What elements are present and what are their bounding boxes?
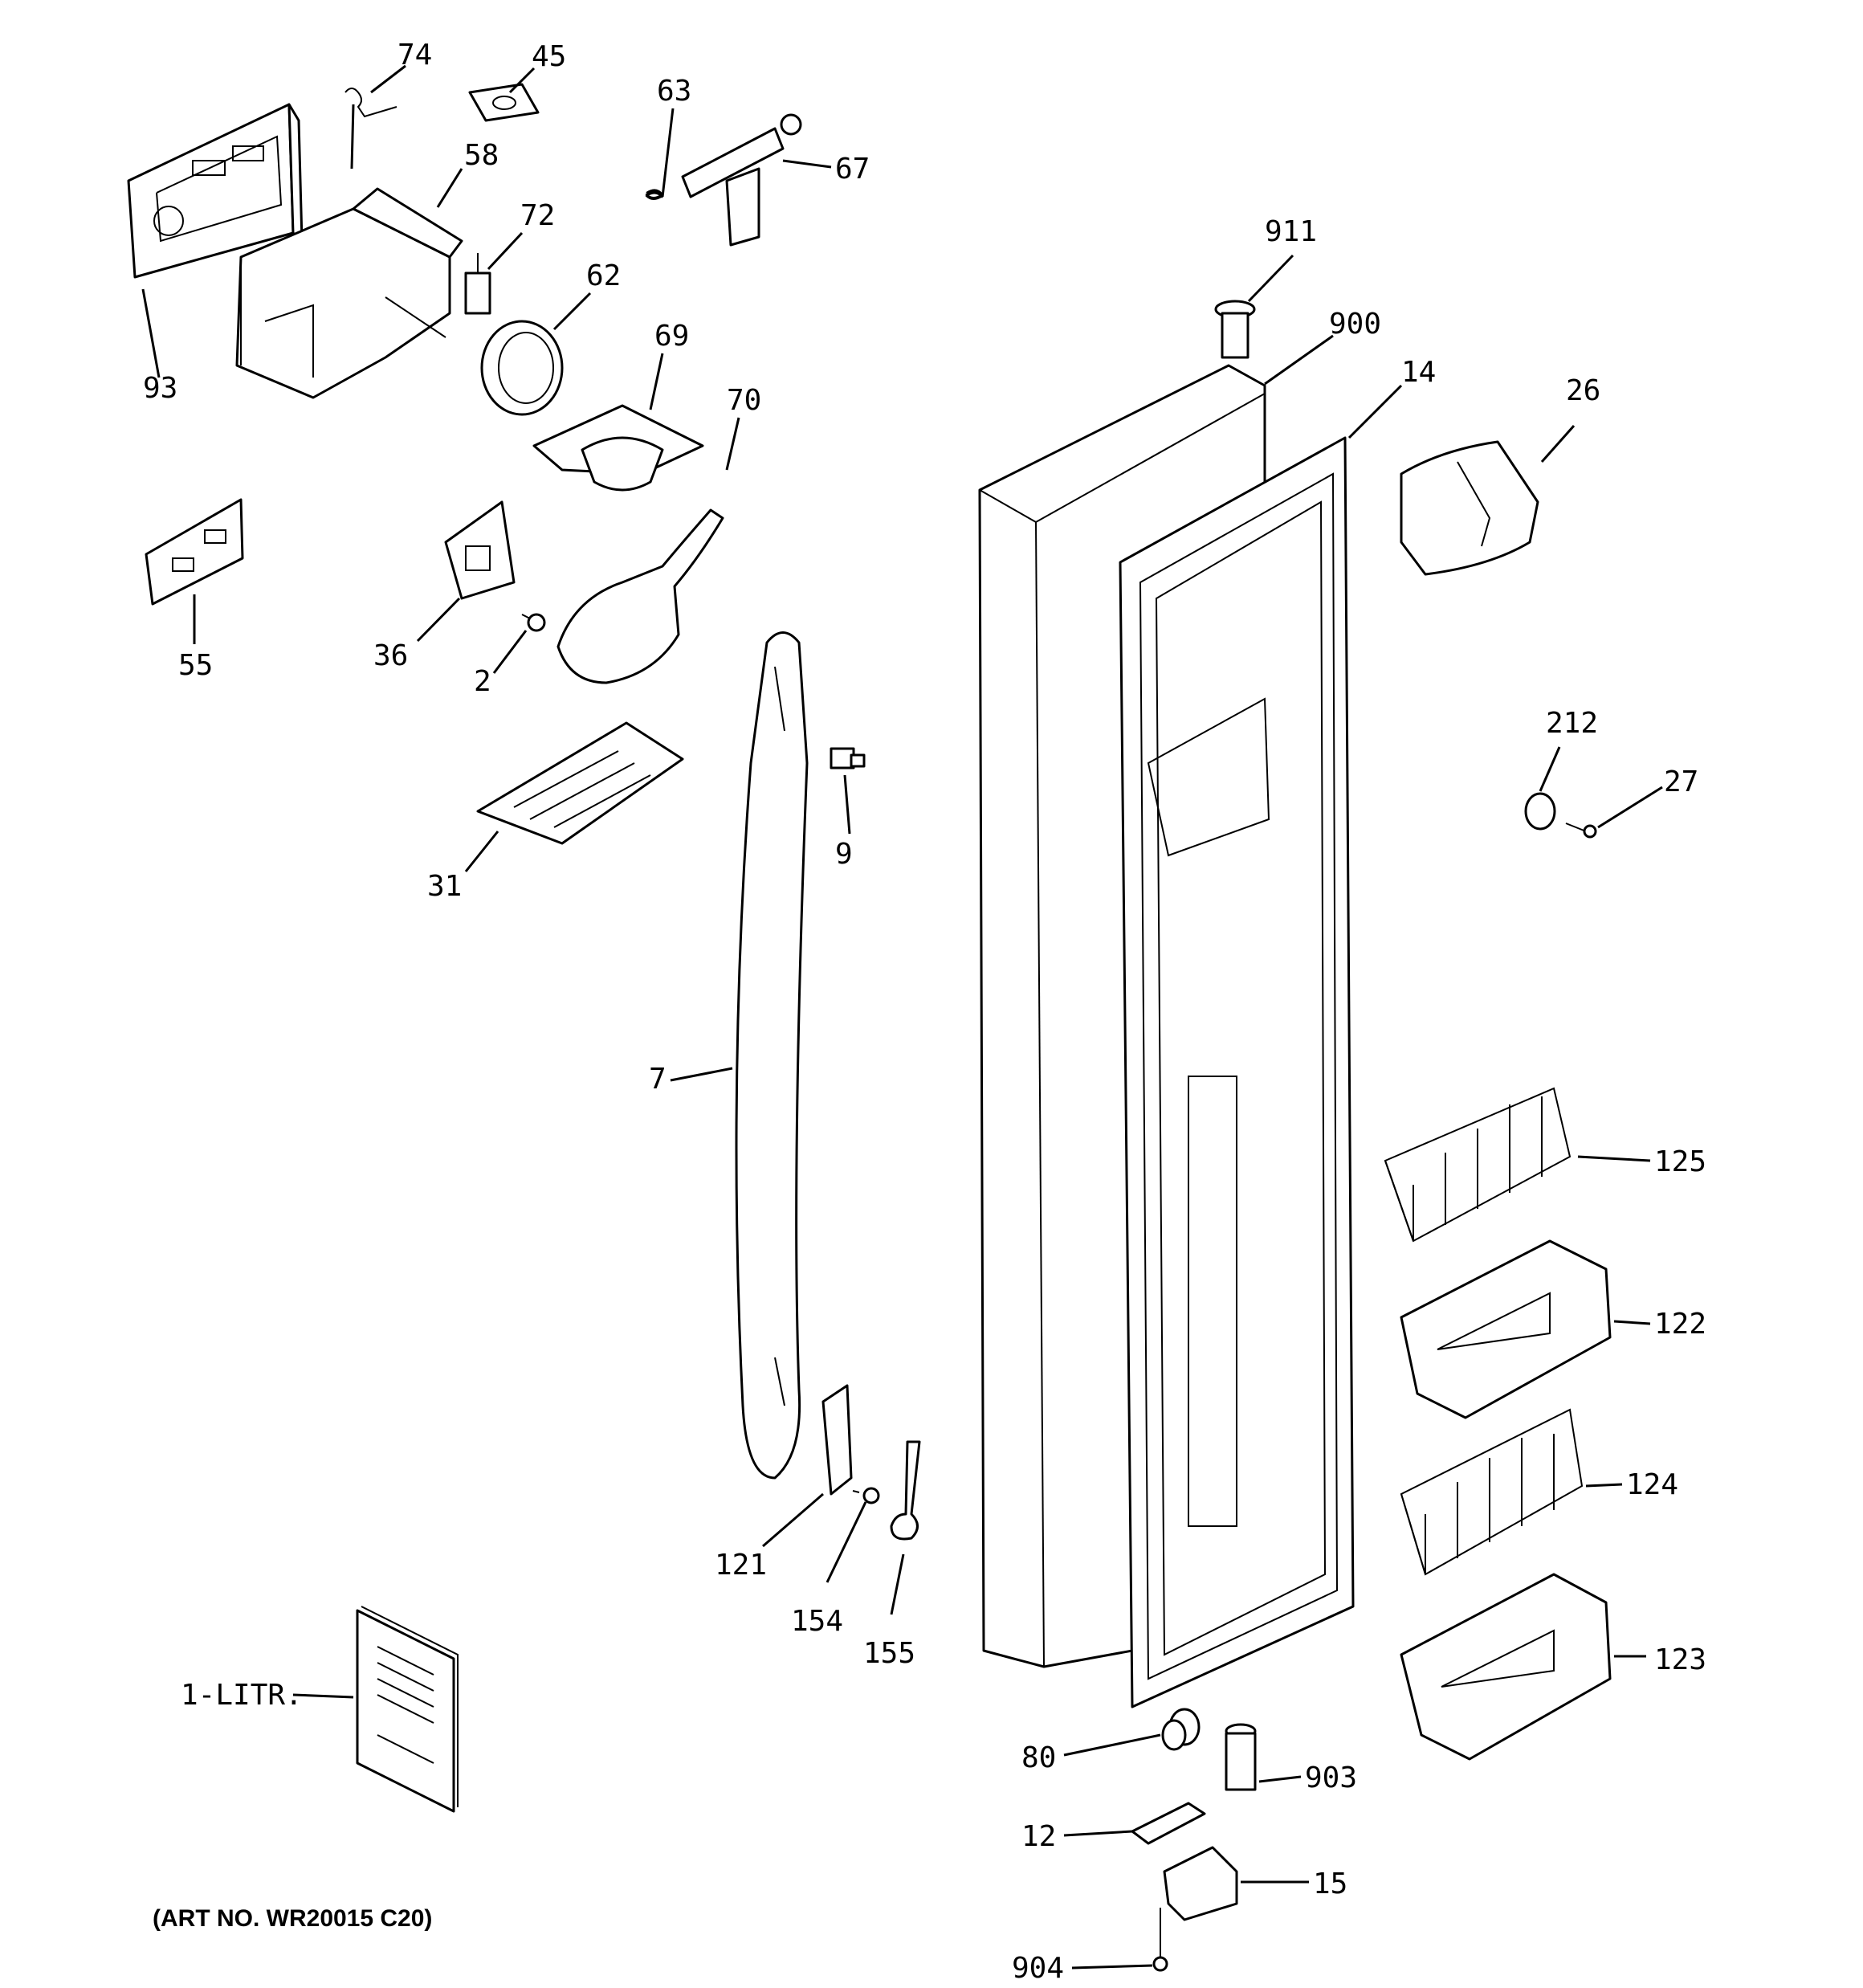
part-7-door-handle bbox=[735, 631, 809, 1480]
part-45-bracket bbox=[468, 83, 540, 122]
callout-904: 904 bbox=[1012, 1952, 1064, 1985]
callout-62: 62 bbox=[586, 259, 621, 292]
callout-15: 15 bbox=[1313, 1868, 1347, 1900]
part-31-drip-tray bbox=[476, 721, 684, 845]
callout-72: 72 bbox=[520, 199, 555, 232]
part-26-bin bbox=[1400, 440, 1539, 576]
part-2-screw bbox=[521, 613, 546, 632]
part-15-hinge bbox=[1163, 1846, 1238, 1921]
callout-125: 125 bbox=[1654, 1145, 1706, 1178]
part-122-door-bin bbox=[1400, 1239, 1612, 1419]
callout-9: 9 bbox=[835, 838, 853, 871]
part-62-ring bbox=[480, 320, 564, 416]
callout-74: 74 bbox=[397, 39, 432, 71]
callout-122: 122 bbox=[1654, 1308, 1706, 1341]
callout-63: 63 bbox=[657, 75, 691, 108]
part-911-bushing bbox=[1214, 300, 1256, 359]
part-903-pin bbox=[1225, 1723, 1257, 1791]
callout-2: 2 bbox=[474, 665, 491, 698]
part-1-litr-literature bbox=[356, 1606, 459, 1813]
part-63-spring bbox=[645, 189, 664, 200]
part-74-spring bbox=[344, 88, 397, 169]
part-124-wire-basket bbox=[1400, 1408, 1584, 1576]
part-55-circuit-board bbox=[145, 498, 244, 606]
callout-58: 58 bbox=[464, 139, 499, 172]
callout-124: 124 bbox=[1626, 1468, 1678, 1501]
callout-121: 121 bbox=[715, 1549, 767, 1582]
callout-212: 212 bbox=[1546, 707, 1598, 740]
callout-55: 55 bbox=[178, 649, 213, 682]
part-12-shim bbox=[1131, 1802, 1206, 1845]
callout-900: 900 bbox=[1329, 308, 1381, 341]
callout-70: 70 bbox=[727, 384, 761, 417]
callout-31: 31 bbox=[427, 870, 462, 903]
part-154-screw bbox=[852, 1487, 880, 1504]
callout-80: 80 bbox=[1021, 1741, 1056, 1774]
callout-93: 93 bbox=[143, 372, 177, 405]
part-121-hinge-cover bbox=[821, 1384, 853, 1496]
callout-45: 45 bbox=[532, 40, 566, 73]
callout-911: 911 bbox=[1265, 215, 1317, 248]
callout-labels: 74 45 63 67 58 72 62 93 69 70 911 900 14… bbox=[143, 39, 1706, 1985]
part-123-door-bin bbox=[1400, 1573, 1612, 1761]
callout-14: 14 bbox=[1401, 356, 1436, 389]
callout-903: 903 bbox=[1305, 1761, 1357, 1794]
part-125-wire-basket bbox=[1384, 1087, 1572, 1243]
callout-155: 155 bbox=[863, 1637, 915, 1670]
part-212-cap bbox=[1524, 792, 1556, 831]
part-904-screw bbox=[1152, 1908, 1168, 1972]
part-14-door-gasket bbox=[1119, 436, 1355, 1708]
callout-26: 26 bbox=[1566, 374, 1600, 407]
leader-lines bbox=[141, 64, 1663, 1970]
part-67-shaft bbox=[681, 113, 802, 247]
callout-36: 36 bbox=[373, 639, 408, 672]
callout-7: 7 bbox=[649, 1063, 667, 1096]
part-58-dispenser-housing bbox=[235, 187, 463, 399]
part-36-actuator-bracket bbox=[444, 500, 516, 600]
part-80-bushing bbox=[1161, 1708, 1201, 1751]
callout-69: 69 bbox=[654, 320, 689, 353]
callout-154: 154 bbox=[791, 1605, 843, 1638]
callout-123: 123 bbox=[1654, 1643, 1706, 1676]
part-9-plug bbox=[830, 747, 866, 769]
callout-1-litr: 1-LITR. bbox=[181, 1679, 303, 1712]
callout-27: 27 bbox=[1664, 765, 1698, 798]
part-69-funnel bbox=[532, 404, 704, 492]
callout-12: 12 bbox=[1021, 1820, 1056, 1853]
art-number-caption: (ART NO. WR20015 C20) bbox=[153, 1905, 432, 1932]
part-155-clip bbox=[890, 1440, 921, 1541]
part-72-switch bbox=[464, 253, 491, 315]
callout-67: 67 bbox=[835, 153, 870, 186]
part-27-screw bbox=[1565, 823, 1597, 839]
part-70-chute bbox=[556, 508, 724, 684]
